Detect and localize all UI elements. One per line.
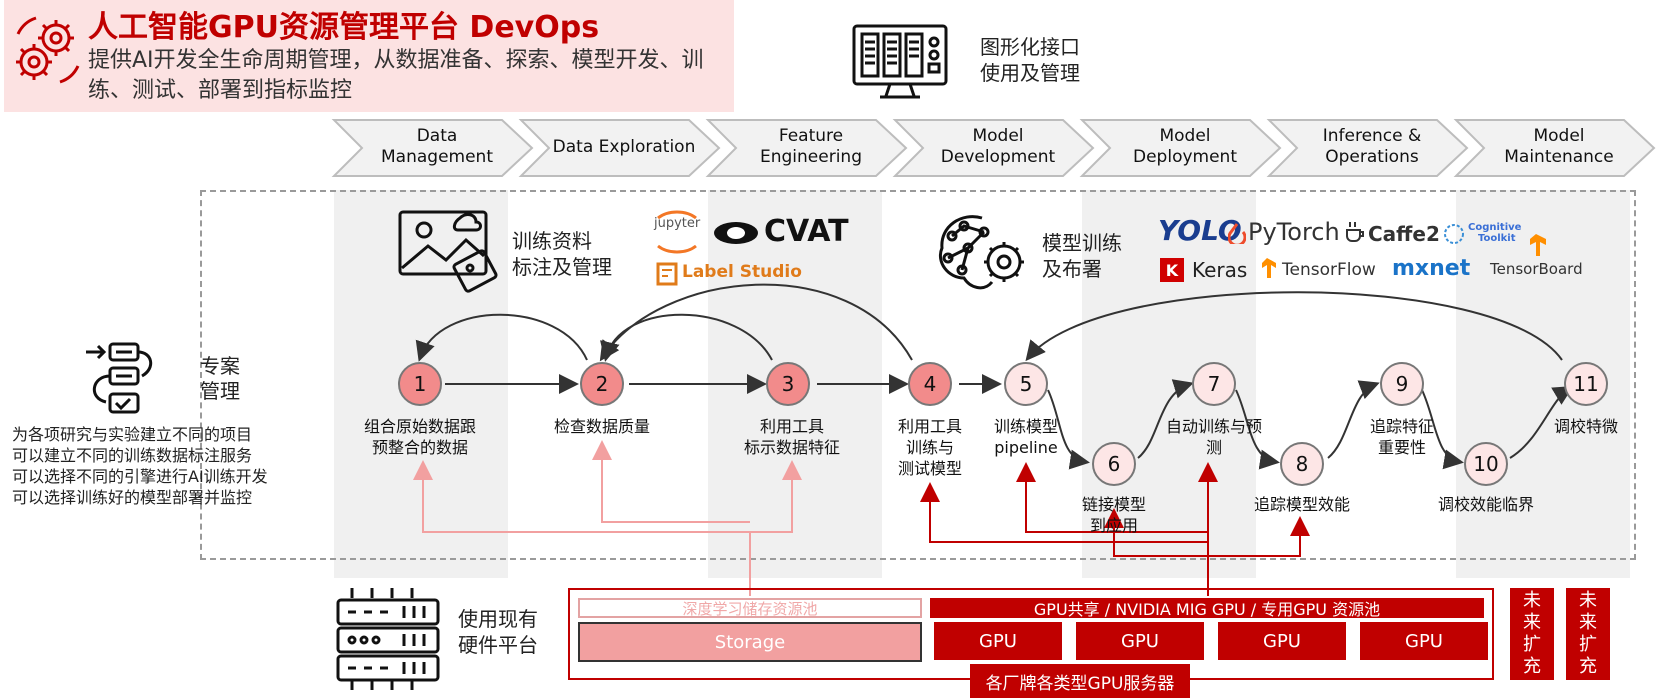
- workflow-boundary: [200, 190, 1636, 560]
- yolo-logo: YOLO: [1158, 214, 1242, 247]
- jupyter-logo: jupyter: [654, 216, 701, 231]
- future-expansion-1: 未来扩充: [1510, 588, 1554, 680]
- dashboard-monitor-icon: [852, 24, 948, 99]
- step-label-10: 调校效能临界: [1437, 495, 1534, 514]
- step-node-7: 7: [1192, 362, 1236, 406]
- step-label-8: 追踪模型效能: [1253, 495, 1350, 514]
- jupyter-rings-icon: [657, 210, 697, 254]
- cognitive-toolkit-icon: [1444, 224, 1464, 244]
- mxnet-logo: mxnet: [1392, 256, 1471, 281]
- step-node-2: 2: [580, 362, 624, 406]
- step-label-1: 组合原始数据跟预整合的数据: [363, 417, 476, 457]
- step-label-9: 追踪特征重要性: [1369, 417, 1434, 457]
- step-label-11: 调校特微: [1553, 417, 1618, 436]
- keras-logo: Keras: [1192, 258, 1248, 282]
- step-node-3: 3: [766, 362, 810, 406]
- page-title: 人工智能GPU资源管理平台 DevOps: [88, 10, 600, 45]
- cvat-eye-icon: [714, 222, 758, 244]
- labeling-label: 训练资料标注及管理: [512, 229, 612, 279]
- step-node-4: 4: [908, 362, 952, 406]
- keras-k-icon: K: [1160, 258, 1184, 282]
- checklist-flow-icon: [86, 342, 153, 414]
- page-subtitle: 提供AI开发全生命周期管理，从数据准备、探索、模型开发、训练、测试、部署到指标监…: [88, 48, 704, 103]
- step-label-3: 利用工具标示数据特征: [743, 417, 840, 457]
- step-node-1: 1: [398, 362, 442, 406]
- gpu-block: GPU: [934, 622, 1062, 660]
- ai-brain-gear-icon: [939, 215, 1024, 290]
- step-node-9: 9: [1380, 362, 1424, 406]
- step-node-8: 8: [1280, 442, 1324, 486]
- project-description: 为各项研究与实验建立不同的项目 可以建立不同的训练数据标注服务 可以选择不同的引…: [12, 425, 268, 507]
- tensorflow-icon: [1262, 258, 1276, 278]
- gpu-server-vendors: 各厂牌各类型GPU服务器: [970, 664, 1190, 698]
- project-management-label: 专案 管理: [200, 354, 240, 403]
- pytorch-flame-icon: [1228, 223, 1246, 244]
- gears-icon: [16, 16, 80, 84]
- tensorflow-logo: TensorFlow: [1282, 260, 1376, 280]
- step-node-5: 5: [1004, 362, 1048, 406]
- step-label-4: 利用工具训练与测试模型: [897, 417, 962, 478]
- gpu-block: GPU: [1218, 622, 1346, 660]
- tensorboard-logo: TensorBoard: [1490, 260, 1583, 278]
- step-node-11: 11: [1564, 362, 1608, 406]
- label-studio-logo: Label Studio: [682, 262, 802, 282]
- server-rack-icon: [336, 588, 440, 690]
- step-node-10: 10: [1464, 442, 1508, 486]
- hardware-label: 使用现有硬件平台: [458, 607, 538, 657]
- caffe-cup-icon: [1346, 222, 1364, 242]
- tensorboard-icon: [1530, 234, 1546, 256]
- gpu-block: GPU: [1360, 622, 1488, 660]
- gpu-block: GPU: [1076, 622, 1204, 660]
- label-studio-icon: [656, 262, 678, 286]
- gpu-resource-pool: GPU共享 / NVIDIA MIG GPU / 专用GPU 资源池: [930, 598, 1484, 619]
- stage-inference-operations: Inference &Operations: [1322, 126, 1422, 167]
- step-node-6: 6: [1092, 442, 1136, 486]
- stage-data-exploration: Data Exploration: [552, 136, 696, 157]
- pytorch-logo: PyTorch: [1248, 218, 1340, 246]
- stage-chevrons: [331, 119, 1656, 177]
- training-label: 模型训练及布署: [1042, 231, 1122, 281]
- step-label-6: 链接模型到应用: [1081, 495, 1146, 535]
- step-label-2: 检查数据质量: [553, 417, 650, 436]
- image-labeling-icon: [398, 210, 498, 293]
- cvat-logo: CVAT: [764, 214, 849, 249]
- caffe2-logo: Caffe2: [1368, 222, 1440, 246]
- step-label-7: 自动训练与预测: [1165, 417, 1262, 457]
- dl-storage-pool: 深度学习储存资源池: [578, 598, 922, 618]
- storage-block: Storage: [578, 622, 922, 662]
- future-expansion-2: 未来扩充: [1566, 588, 1610, 680]
- gui-label: 图形化接口 使用及管理: [980, 35, 1080, 85]
- header-banner: [4, 0, 734, 112]
